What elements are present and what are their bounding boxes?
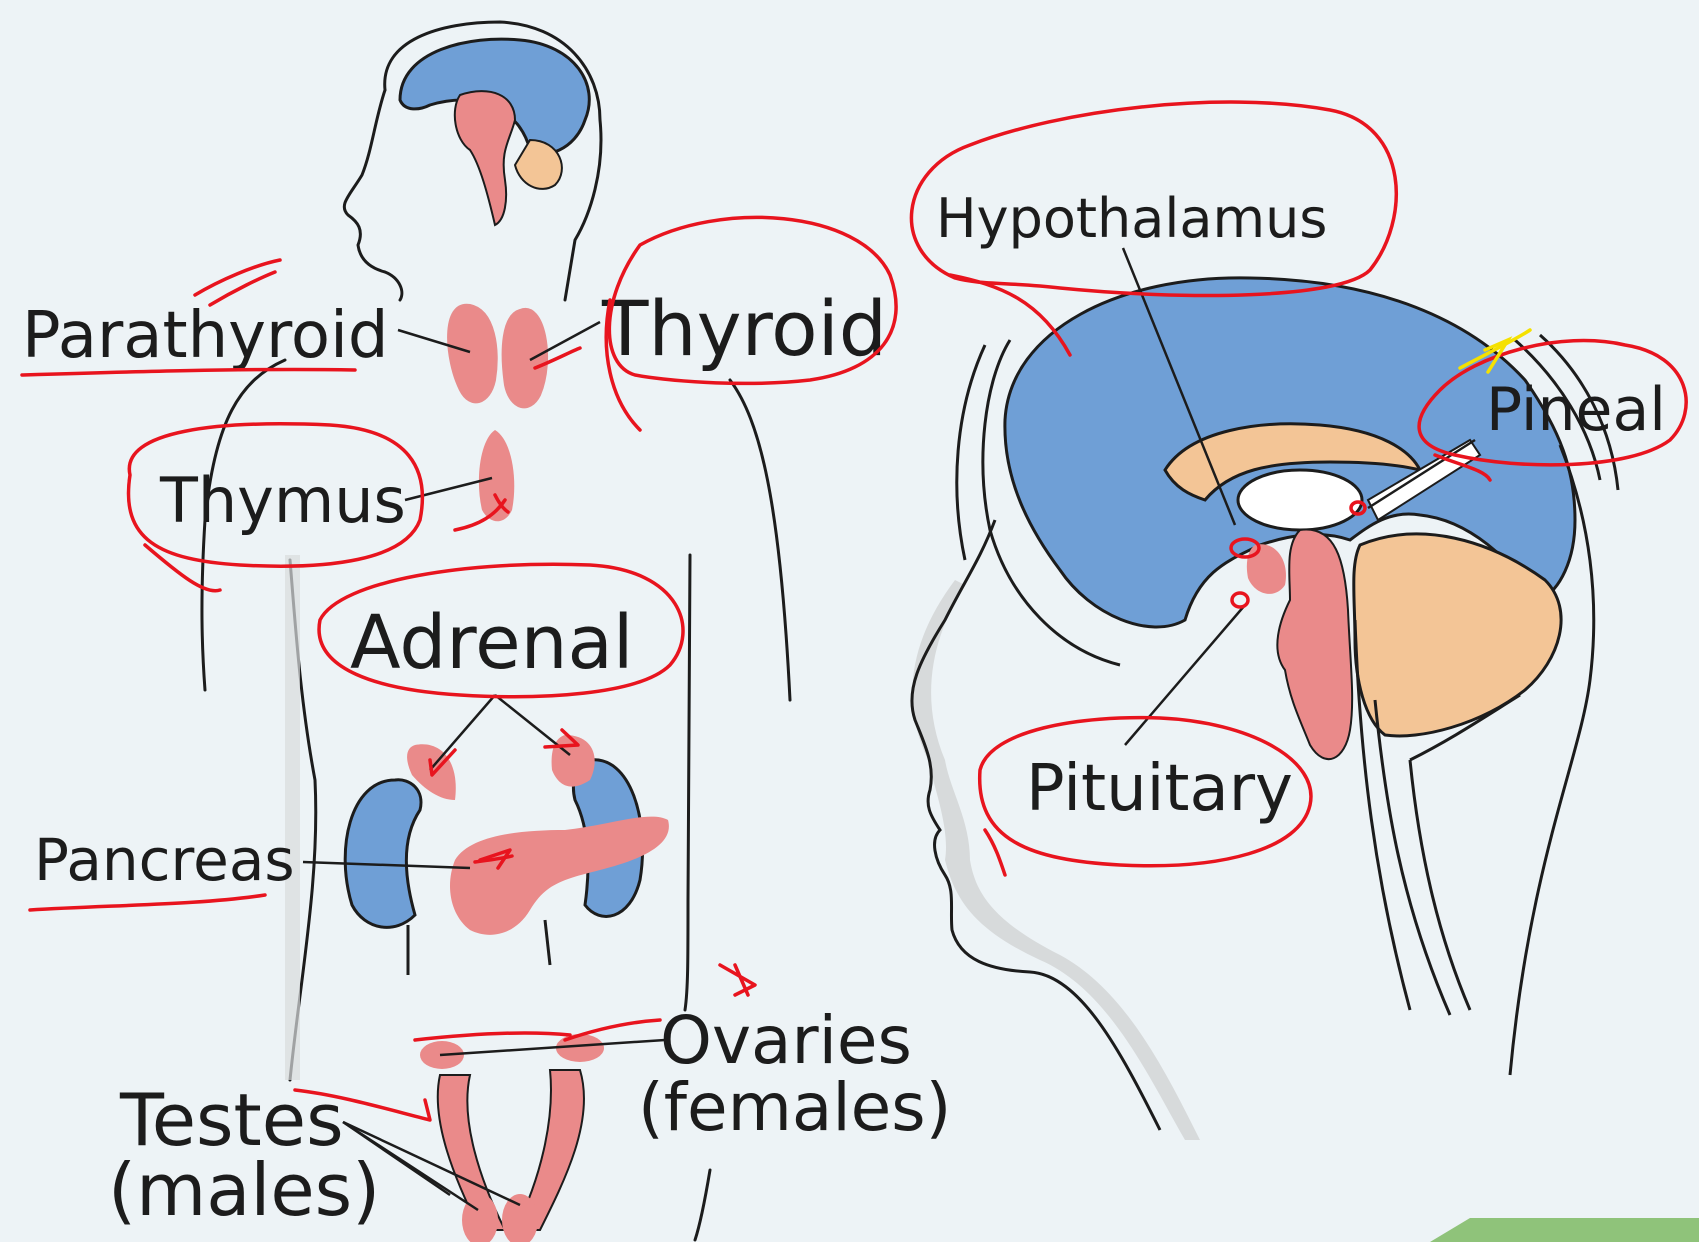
corner-decoration xyxy=(1430,1218,1699,1242)
label-ovaries: Ovaries xyxy=(660,1002,912,1079)
label-adrenal: Adrenal xyxy=(350,600,633,686)
label-parathyroid: Parathyroid xyxy=(22,299,388,373)
label-hypothalamus: Hypothalamus xyxy=(936,187,1327,250)
label-thyroid: Thyroid xyxy=(601,284,887,373)
label-pancreas: Pancreas xyxy=(34,826,295,894)
body-brain xyxy=(400,39,589,225)
label-testes-sub: (males) xyxy=(108,1148,380,1232)
label-pituitary: Pituitary xyxy=(1026,752,1293,826)
torso-shade xyxy=(285,555,300,1080)
label-ovaries-sub: (females) xyxy=(638,1069,951,1146)
thymus-gland xyxy=(479,430,514,521)
label-pineal: Pineal xyxy=(1486,375,1666,445)
thyroid-gland xyxy=(448,305,547,408)
label-thymus: Thymus xyxy=(159,464,406,537)
reproductive-glands xyxy=(420,1034,604,1242)
